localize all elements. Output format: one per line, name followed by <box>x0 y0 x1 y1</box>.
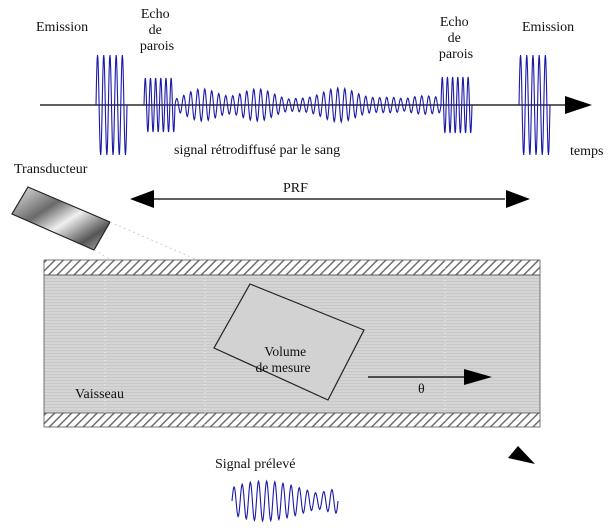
signals-group <box>95 54 551 156</box>
label-prf: PRF <box>283 181 308 196</box>
label-echo-left: Echo de parois <box>140 7 174 54</box>
transducer-body <box>11 186 111 251</box>
label-sample-volume-line1: Volume <box>264 344 306 359</box>
label-echo-left-line3: parois <box>140 39 174 54</box>
prf-arrow <box>130 190 530 208</box>
label-transducer: Transducteur <box>14 162 88 177</box>
prf-arrowhead-right <box>506 190 530 208</box>
label-emission-left: Emission <box>36 20 88 35</box>
vessel-wall-top <box>43 259 541 276</box>
label-echo-right-line2: de <box>448 31 461 46</box>
emission-pulse-right <box>518 54 551 156</box>
flow-arrow <box>368 369 492 385</box>
sample-volume <box>213 283 365 401</box>
time-axis-arrowhead <box>565 96 592 114</box>
transducer <box>11 186 111 251</box>
label-echo-left-line2: de <box>149 23 162 38</box>
backscatter-signal <box>174 86 442 124</box>
direction-arrowhead <box>508 446 535 464</box>
label-sample-volume-line2: de mesure <box>255 360 310 375</box>
sampled-signal-group <box>231 479 339 523</box>
emission-pulse-left <box>95 54 128 156</box>
label-vessel: Vaisseau <box>75 387 124 402</box>
label-backscatter: signal rétrodiffusé par le sang <box>174 143 340 158</box>
label-angle-theta: θ <box>418 382 425 397</box>
wall-echo-left <box>143 77 176 133</box>
flow-arrowhead <box>464 369 492 385</box>
wall-echo-right <box>440 76 473 134</box>
label-time-axis: temps <box>570 144 603 159</box>
label-echo-right-line3: parois <box>439 47 473 62</box>
label-echo-left-line1: Echo <box>141 7 170 22</box>
prf-arrowhead-left <box>130 190 154 208</box>
label-echo-right: Echo de parois <box>439 15 473 62</box>
time-axis-group <box>40 96 592 114</box>
label-sample-volume: Volume de mesure <box>255 344 310 375</box>
vessel-wall-bottom <box>43 412 541 428</box>
sampled-signal-wave <box>231 479 339 523</box>
label-sampled-signal: Signal prélevé <box>215 457 295 472</box>
label-echo-right-line1: Echo <box>440 15 469 30</box>
label-emission-right: Emission <box>522 20 574 35</box>
